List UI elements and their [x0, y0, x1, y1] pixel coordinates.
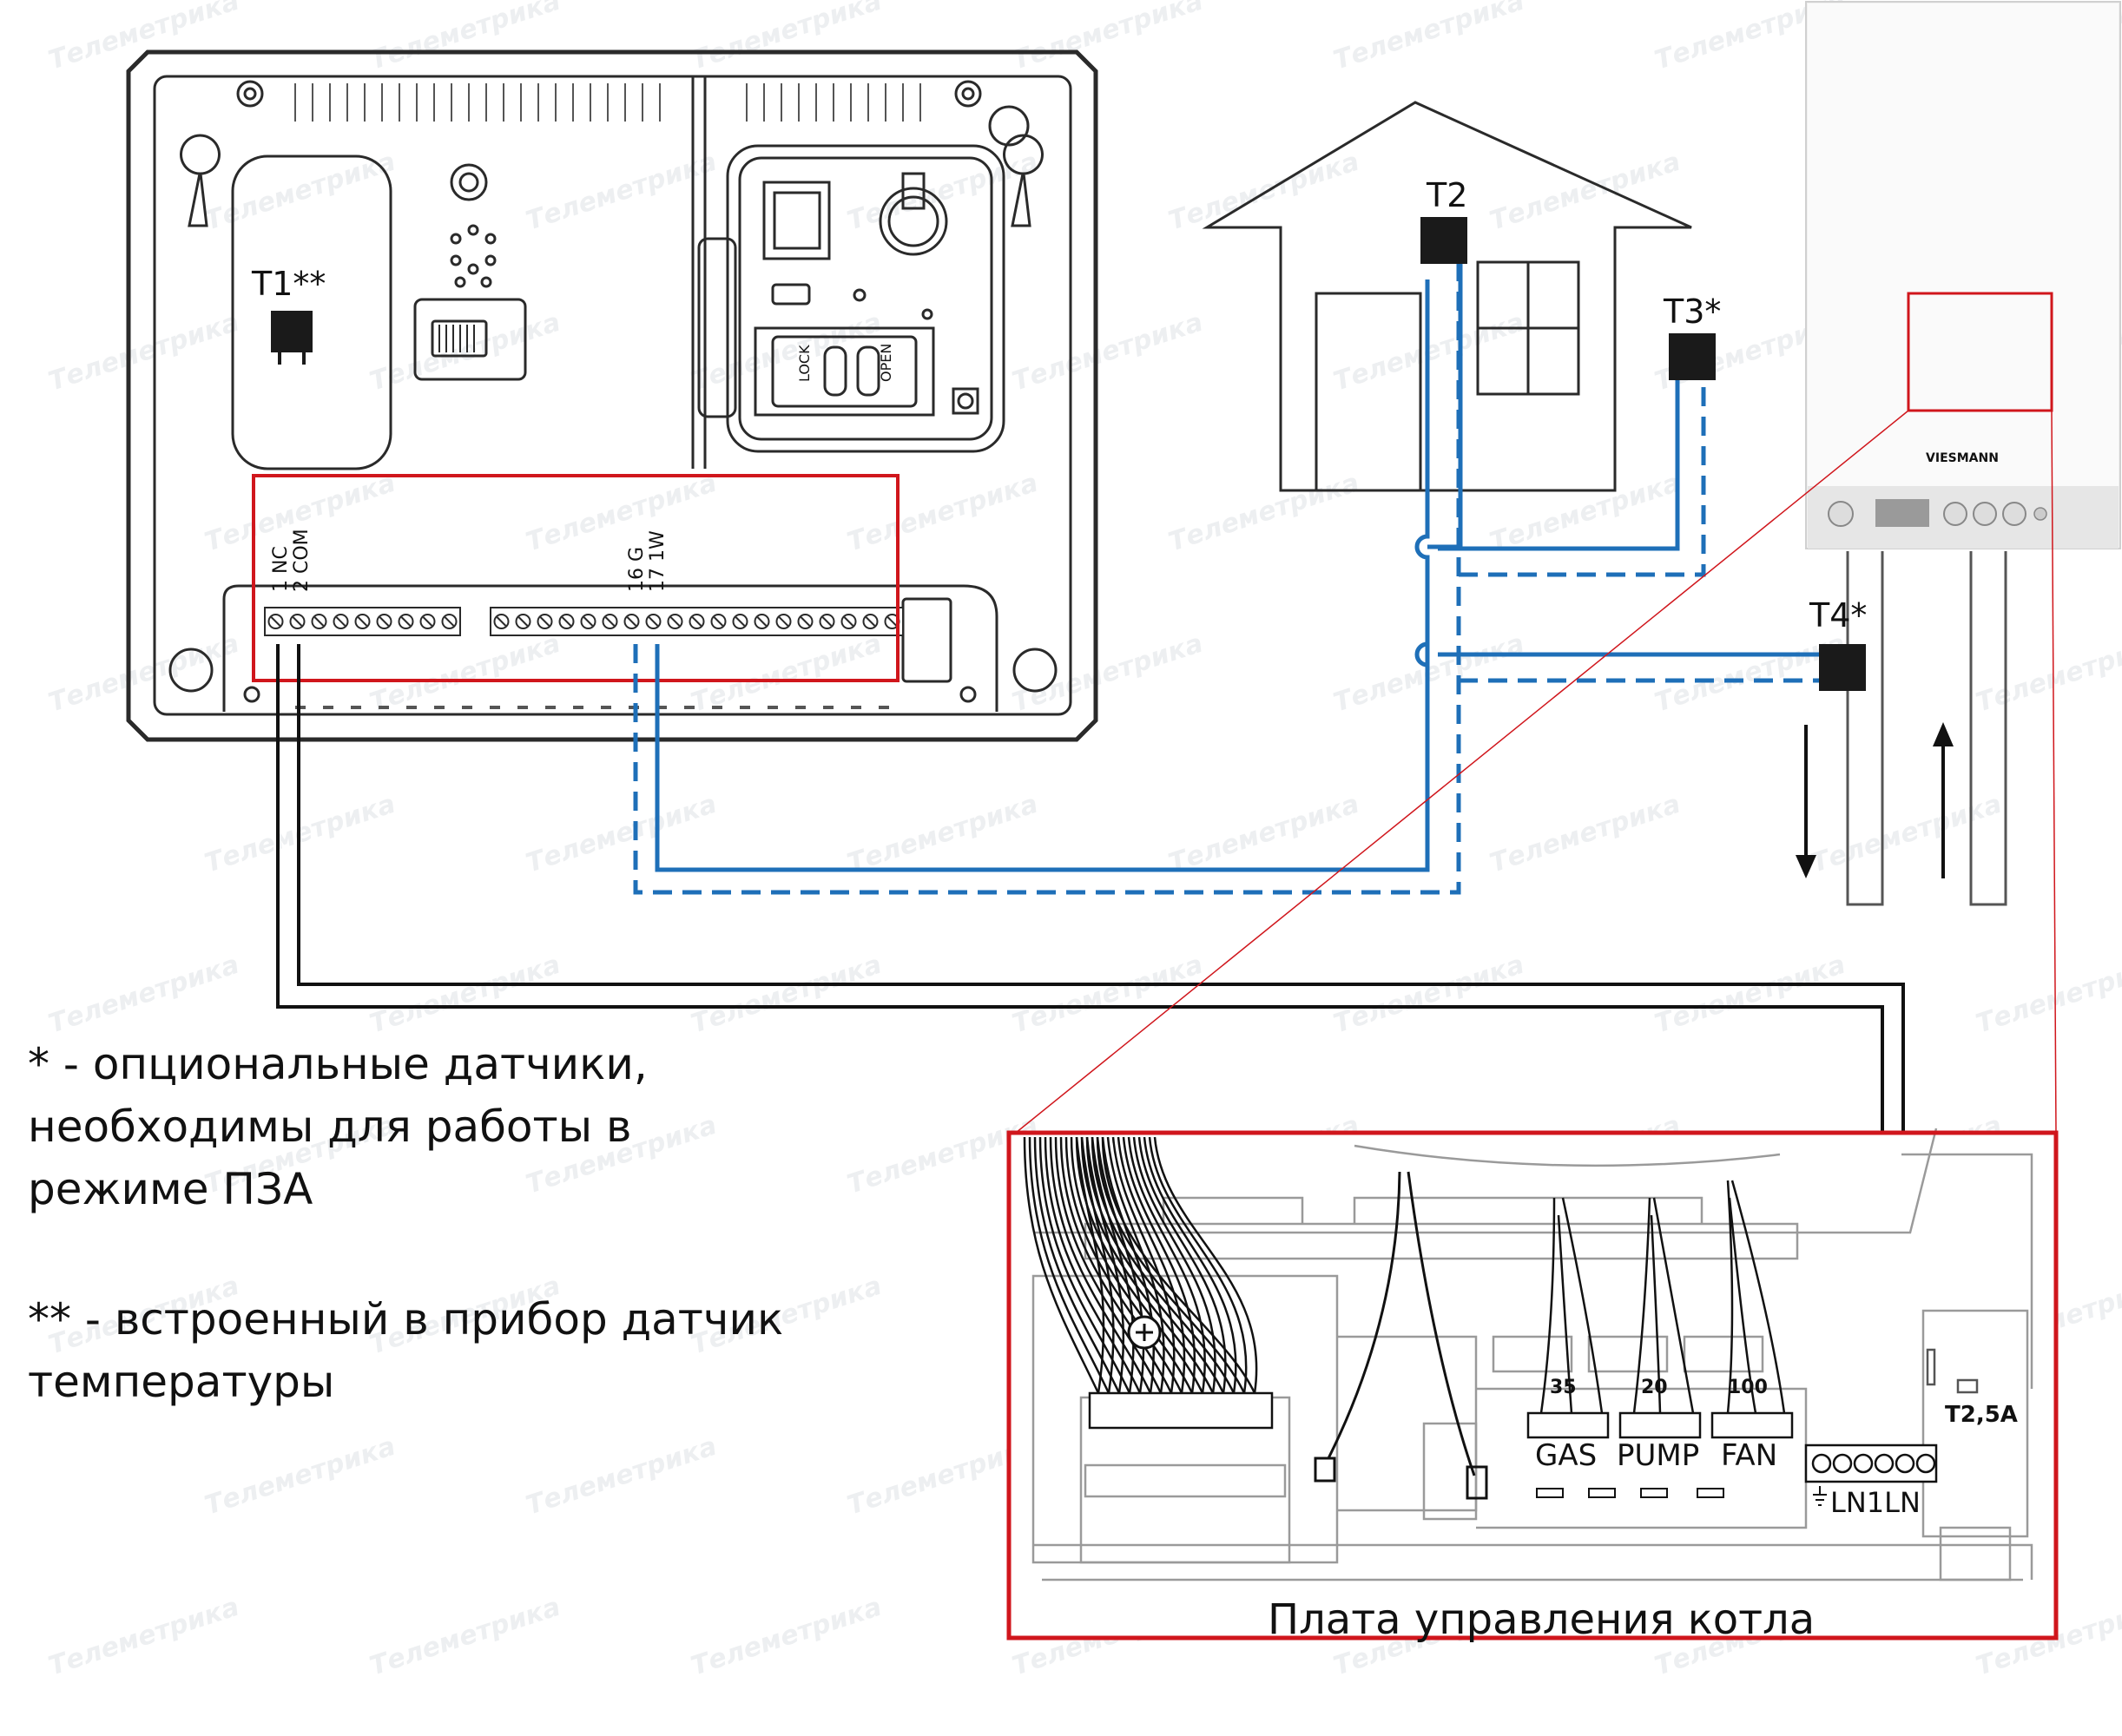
- svg-text:Телеметрика: Телеметрика: [688, 307, 886, 398]
- terminal-w-label: 17 1W: [647, 530, 669, 592]
- top-vents: [294, 83, 921, 122]
- sensor-t1: T1**: [251, 265, 326, 365]
- ground-icon: [1813, 1486, 1827, 1506]
- svg-text:Телеметрика: Телеметрика: [201, 1431, 399, 1522]
- mains-terminal-labels: LN1LN: [1830, 1486, 1921, 1519]
- svg-text:Телеметрика: Телеметрика: [45, 0, 243, 76]
- svg-text:Телеметрика: Телеметрика: [523, 468, 721, 558]
- fan-number: 100: [1728, 1377, 1768, 1398]
- sensor-t2: T2: [1420, 176, 1467, 264]
- svg-text:Телеметрика: Телеметрика: [366, 628, 564, 719]
- svg-text:Телеметрика: Телеметрика: [45, 628, 243, 719]
- note-builtin-1: ** - встроенный в прибор датчик: [28, 1294, 784, 1345]
- note-optional-3: режиме ПЗА: [28, 1164, 313, 1214]
- svg-text:Телеметрика: Телеметрика: [45, 950, 243, 1040]
- svg-text:Телеметрика: Телеметрика: [366, 1592, 564, 1682]
- fuse-label: T2,5A: [1945, 1402, 2018, 1428]
- boiler-brand: VIESMANN: [1926, 451, 1999, 465]
- speaker-holes: [450, 224, 497, 288]
- sensor-t3: T3*: [1663, 293, 1721, 380]
- house: [1202, 101, 1692, 492]
- svg-text:Телеметрика: Телеметрика: [688, 0, 886, 76]
- svg-text:Телеметрика: Телеметрика: [1165, 468, 1363, 558]
- pump-number: 20: [1641, 1377, 1668, 1398]
- svg-text:Телеметрика: Телеметрика: [688, 628, 886, 719]
- board-highlight-box: [1006, 1130, 2059, 1641]
- terminal-highlight-box: [252, 474, 900, 682]
- terminal-g-label: 16 G: [626, 547, 648, 592]
- note-optional-2: необходимы для работы в: [28, 1101, 632, 1152]
- sensor-t3-label: T3*: [1663, 293, 1721, 331]
- note-optional-1: * - опциональные датчики,: [28, 1039, 648, 1089]
- terminal-com-label: 2 COM: [291, 529, 313, 592]
- svg-text:Телеметрика: Телеметрика: [523, 147, 721, 237]
- pump-label: PUMP: [1617, 1438, 1699, 1473]
- svg-text:Телеметрика: Телеметрика: [1009, 0, 1207, 76]
- svg-text:Телеметрика: Телеметрика: [1808, 789, 2006, 879]
- svg-text:Телеметрика: Телеметрика: [523, 789, 721, 879]
- svg-text:Телеметрика: Телеметрика: [1973, 950, 2122, 1040]
- sensor-t4-label: T4*: [1809, 596, 1867, 635]
- svg-text:Телеметрика: Телеметрика: [1486, 468, 1684, 558]
- svg-text:Телеметрика: Телеметрика: [844, 789, 1042, 879]
- svg-text:Телеметрика: Телеметрика: [1330, 0, 1528, 76]
- zoom-lines: [1015, 410, 2057, 1134]
- onewire-bus: [633, 259, 1819, 895]
- sensor-t4: T4*: [1809, 596, 1867, 691]
- sensor-t1-label: T1**: [251, 265, 326, 303]
- svg-text:Телеметрика: Телеметрика: [1486, 789, 1684, 879]
- svg-text:Телеметрика: Телеметрика: [688, 1592, 886, 1682]
- svg-text:Телеметрика: Телеметрика: [523, 1431, 721, 1522]
- svg-text:Телеметрика: Телеметрика: [1165, 147, 1363, 237]
- svg-text:Телеметрика: Телеметрика: [1330, 950, 1528, 1040]
- svg-text:Телеметрика: Телеметрика: [1651, 950, 1849, 1040]
- note-builtin-2: температуры: [28, 1357, 335, 1407]
- boiler-control-board: 35 20 100 GAS PUMP FAN LN1LN T2,5A: [1007, 1128, 2056, 1638]
- mains-terminal-block: [1804, 1443, 1938, 1506]
- svg-text:Телеметрика: Телеметрика: [1009, 307, 1207, 398]
- flow-arrow-down-icon: [1796, 725, 1816, 878]
- svg-text:Телеметрика: Телеметрика: [1009, 628, 1207, 719]
- wire-harness: [1023, 1136, 1258, 1394]
- svg-text:Телеметрика: Телеметрика: [844, 468, 1042, 558]
- gas-label: GAS: [1535, 1438, 1597, 1473]
- svg-text:Телеметрика: Телеметрика: [366, 950, 564, 1040]
- fan-label: FAN: [1721, 1438, 1777, 1473]
- sensor-t2-label: T2: [1426, 176, 1467, 214]
- svg-text:Телеметрика: Телеметрика: [1973, 628, 2122, 719]
- svg-text:Телеметрика: Телеметрика: [366, 0, 564, 76]
- terminal-blocks: [264, 607, 904, 636]
- svg-text:Телеметрика: Телеметрика: [1009, 950, 1207, 1040]
- svg-text:Телеметрика: Телеметрика: [45, 307, 243, 398]
- gas-number: 35: [1550, 1377, 1577, 1398]
- sim-lock-label: LOCK: [796, 345, 813, 382]
- flow-arrow-up-icon: [1933, 722, 1954, 878]
- controller-device: LOCK OPEN: [126, 49, 1098, 742]
- sim-open-label: OPEN: [878, 344, 894, 382]
- terminal-nc-label: 1 NC: [270, 546, 292, 592]
- svg-text:Телеметрика: Телеметрика: [1486, 147, 1684, 237]
- svg-text:Телеметрика: Телеметрика: [45, 1592, 243, 1682]
- boiler-pipes: [1846, 551, 2007, 906]
- svg-text:Телеметрика: Телеметрика: [1165, 789, 1363, 879]
- boiler-zoom-box: [1907, 292, 2053, 412]
- board-caption: Плата управления котла: [1268, 1595, 1816, 1644]
- svg-text:Телеметрика: Телеметрика: [688, 950, 886, 1040]
- gas-boiler: VIESMANN: [1805, 1, 2121, 549]
